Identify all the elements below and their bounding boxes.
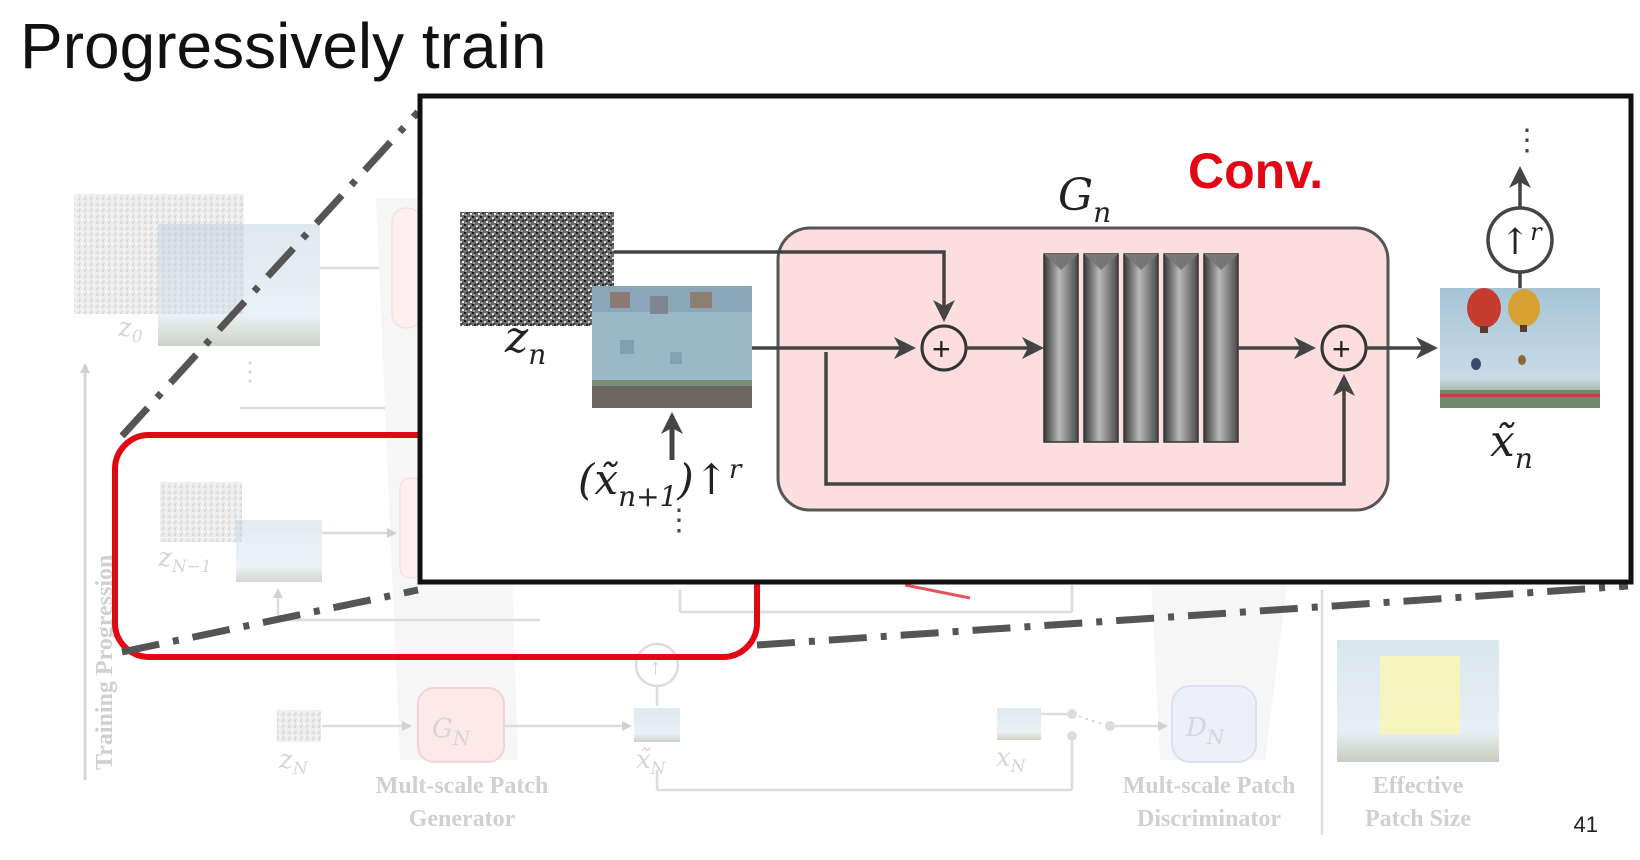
plus-symbol-residual: +	[1332, 331, 1351, 367]
patch-caption-line1: Effective	[1373, 773, 1464, 799]
gn-label: Gn	[1058, 170, 1111, 229]
conv-layer-3	[1123, 253, 1159, 443]
red-pointer-stroke	[904, 583, 971, 600]
zN-label: zN	[278, 745, 309, 779]
conv-label: Conv.	[1188, 143, 1323, 199]
DN-label: DN	[1185, 713, 1226, 749]
inset-panel: Gn Conv. zn	[417, 93, 1634, 585]
vertical-ellipsis-input: ⋮	[664, 504, 694, 537]
DN-box	[1171, 685, 1257, 763]
x0-balloon-image	[158, 224, 320, 346]
vertical-ellipsis-1: ⋮	[237, 356, 263, 386]
zN-1-label: zN−1	[157, 543, 212, 577]
conv-layer-1	[1043, 253, 1079, 443]
xN-label: xN	[996, 743, 1027, 777]
effective-patch-highlight	[1380, 656, 1460, 734]
generator-block	[776, 226, 1390, 512]
z0-label: z0	[117, 313, 143, 347]
zoom-line-top	[119, 109, 421, 439]
page-number: 41	[1573, 812, 1598, 837]
slide-title: Progressively train	[20, 10, 547, 82]
GN-box	[417, 687, 505, 763]
xN-image	[997, 708, 1041, 740]
patch-caption-line2: Patch Size	[1365, 806, 1471, 832]
zn-noise-image	[460, 212, 614, 326]
discriminator-caption-line2: Discriminator	[1137, 806, 1281, 832]
discriminator-caption-line1: Mult-scale Patch	[1123, 773, 1296, 799]
conv-layer-2	[1083, 253, 1119, 443]
input-label: (x̃n+1)↑r	[578, 455, 743, 513]
generator-caption-line1: Mult-scale Patch	[376, 773, 549, 799]
generator-caption-line2: Generator	[409, 806, 516, 832]
conv-layers	[1043, 253, 1239, 443]
upsampled-input-image	[592, 286, 752, 408]
zn-label: zn	[504, 312, 546, 371]
vertical-ellipsis-output: ⋮	[1512, 124, 1542, 157]
xN-tilde-label: x̃N	[636, 745, 667, 779]
xN-tilde-image	[634, 708, 680, 742]
conv-layer-4	[1163, 253, 1199, 443]
GN-label: GN	[432, 714, 472, 750]
upsample-label: ↑r	[1500, 218, 1543, 263]
zoom-line-right-bottom	[756, 582, 1629, 649]
output-label: x̃n	[1490, 416, 1533, 475]
svg-text:↑: ↑	[650, 654, 661, 679]
zN-1-noise-image	[160, 482, 242, 542]
xN-1-image	[236, 520, 322, 582]
plus-symbol-input: +	[932, 331, 951, 367]
conv-layer-5	[1203, 253, 1239, 443]
output-image	[1440, 288, 1600, 408]
zN-noise-image	[277, 710, 321, 742]
zoom-line-left-bottom	[121, 586, 419, 656]
